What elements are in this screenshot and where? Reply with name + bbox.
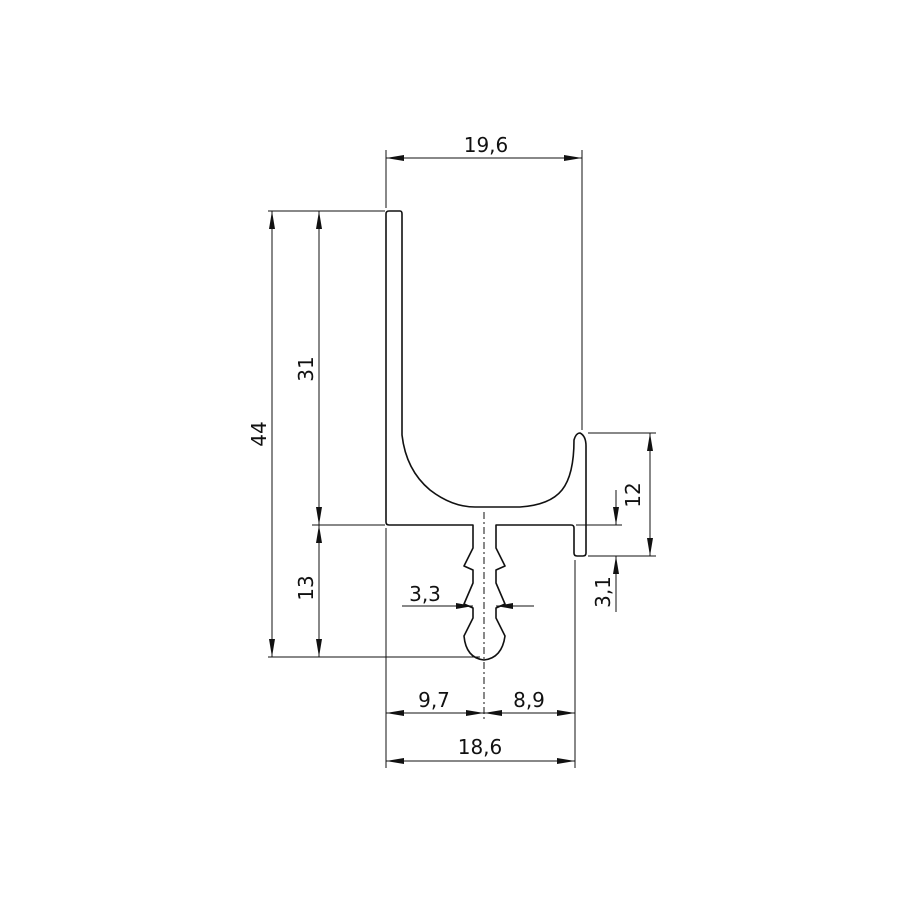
dimension-top-width: 19,6 <box>386 133 582 161</box>
dimension-stem-width: 3,3 <box>402 582 534 609</box>
dimension-lip-height: 12 <box>621 433 653 556</box>
dimension-split-widths: 9,7 8,9 <box>386 688 575 716</box>
dimension-lip-offset: 3,1 <box>591 490 619 612</box>
aluminium-profile <box>385 210 587 661</box>
dimension-label-stem-width: 3,3 <box>409 582 441 606</box>
dimension-upper-height: 31 <box>294 211 322 525</box>
dimension-label-lip-height: 12 <box>621 482 645 507</box>
dimension-label-total-height: 44 <box>247 421 271 446</box>
dimension-label-upper-height: 31 <box>294 356 318 381</box>
dimension-label-left-to-stem: 9,7 <box>418 688 450 712</box>
dimension-lower-height: 13 <box>294 525 322 657</box>
dimension-label-top-width: 19,6 <box>464 133 509 157</box>
dimension-label-lip-offset: 3,1 <box>591 576 615 608</box>
dimension-label-stem-to-right: 8,9 <box>513 688 545 712</box>
dimension-bottom-width: 18,6 <box>386 735 575 764</box>
dimension-total-height: 44 <box>247 211 275 657</box>
dimension-label-lower-height: 13 <box>294 575 318 600</box>
dimension-label-bottom-width: 18,6 <box>458 735 503 759</box>
